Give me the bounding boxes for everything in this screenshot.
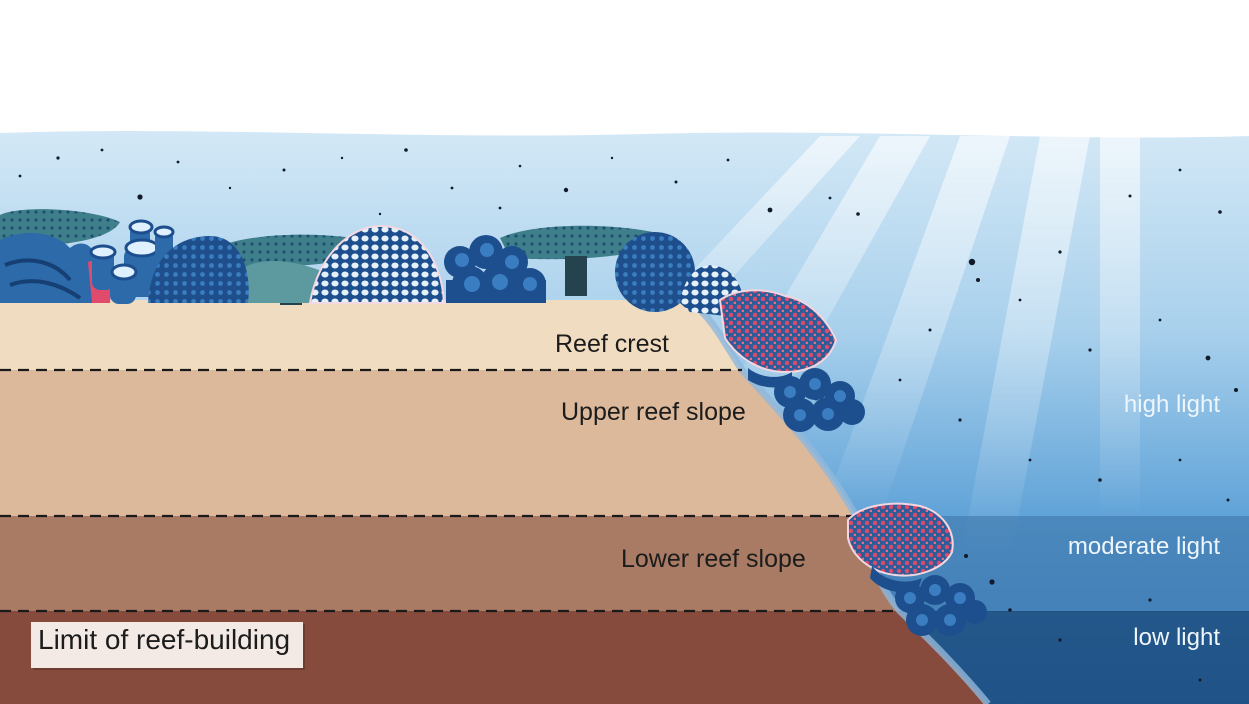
lower-reef-slope-label: Lower reef slope <box>621 545 806 573</box>
lower-slope-layer <box>0 516 900 611</box>
dotted-dome-coral <box>308 224 446 304</box>
brain-coral <box>148 236 249 303</box>
tube-sponges <box>88 219 175 304</box>
teal-bush <box>240 260 330 303</box>
reef-crest-label: Reef crest <box>555 330 669 358</box>
limit-of-reef-building-label: Limit of reef-building <box>38 624 291 655</box>
reef-crest-layer <box>0 300 742 370</box>
low-light-label: low light <box>1133 624 1220 651</box>
pink-coral <box>718 289 838 374</box>
boulder-coral <box>615 232 695 312</box>
high-light-label: high light <box>1123 391 1220 418</box>
lower-pink-coral <box>847 502 954 577</box>
limit-label-box <box>31 622 303 668</box>
water-particles <box>18 148 1238 682</box>
moderate-light-label: moderate light <box>1067 533 1220 560</box>
upper-reef-slope-label: Upper reef slope <box>561 398 746 426</box>
reef-crest-corals <box>0 209 745 318</box>
leafy-coral-detail <box>4 258 82 300</box>
slope-corals <box>718 289 987 636</box>
coral-stalk <box>565 256 587 296</box>
upper-slope-layer <box>0 370 856 516</box>
